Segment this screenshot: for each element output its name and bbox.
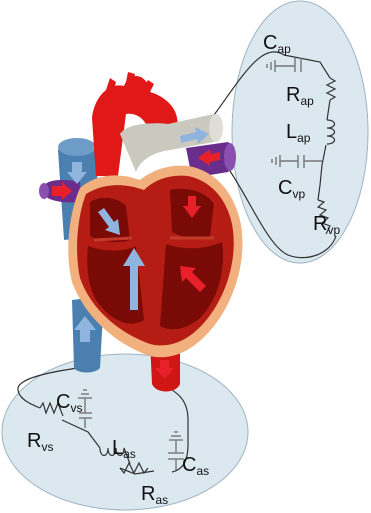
heart-illustration <box>39 72 242 392</box>
